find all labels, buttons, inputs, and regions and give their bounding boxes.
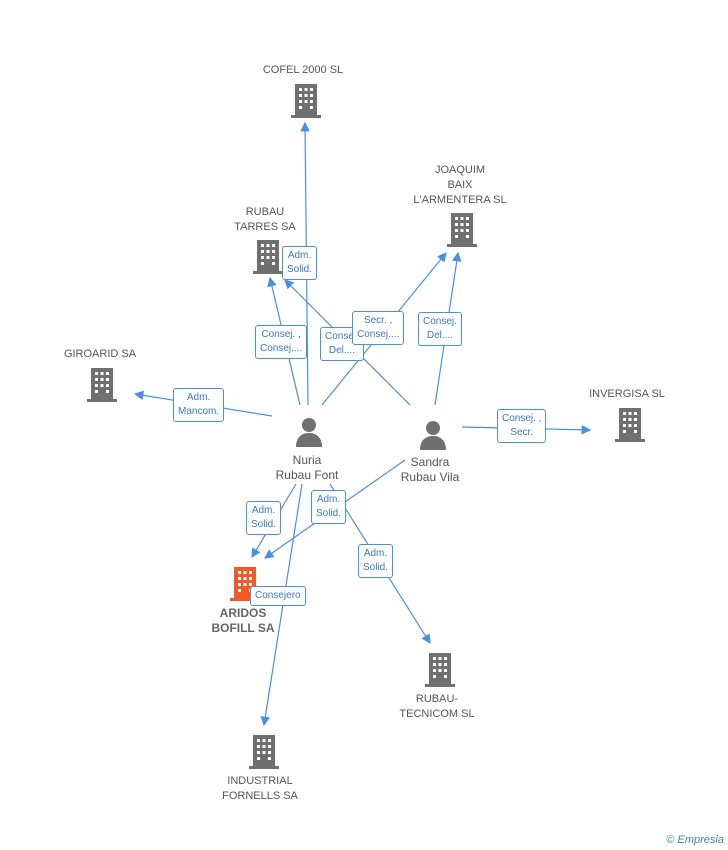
edge-badge[interactable]: Consej. ,Secr. <box>497 409 547 443</box>
edge-badge[interactable]: Consejero <box>250 586 306 606</box>
brand-logo: © Empresia <box>666 834 724 846</box>
building-icon[interactable] <box>249 735 279 769</box>
building-icon[interactable] <box>425 653 455 687</box>
building-icon[interactable] <box>291 84 321 118</box>
person-icon[interactable] <box>418 420 448 450</box>
building-icon[interactable] <box>253 240 283 274</box>
edge-badge[interactable]: Adm.Solid. <box>311 490 347 524</box>
edge-badge[interactable]: Adm.Solid. <box>282 246 318 280</box>
node-label-rubau-tecnicom: RUBAU-TECNICOM SL <box>399 693 475 720</box>
person-icon[interactable] <box>294 417 324 447</box>
building-icon[interactable] <box>447 213 477 247</box>
brand-name: Empresia <box>677 834 724 846</box>
edge-badge[interactable]: Adm.Solid. <box>358 544 394 578</box>
building-icon[interactable] <box>615 408 645 442</box>
node-label-cofel: COFEL 2000 SL <box>262 64 344 76</box>
edge-badge[interactable]: Consej. ,Consej.... <box>255 325 308 359</box>
edge-badge[interactable]: Adm.Mancom. <box>173 388 225 422</box>
copyright-symbol: © <box>666 834 675 846</box>
edge-badge[interactable]: Secr. ,Consej.... <box>352 311 405 345</box>
edge-badge[interactable]: Consej.Del.... <box>418 312 462 346</box>
building-icon[interactable] <box>87 368 117 402</box>
edge-badge[interactable]: Adm.Solid. <box>246 501 282 535</box>
node-label-invergisa: INVERGISA SL <box>589 388 665 400</box>
node-label-giroarid: GIROARID SA <box>63 348 137 360</box>
